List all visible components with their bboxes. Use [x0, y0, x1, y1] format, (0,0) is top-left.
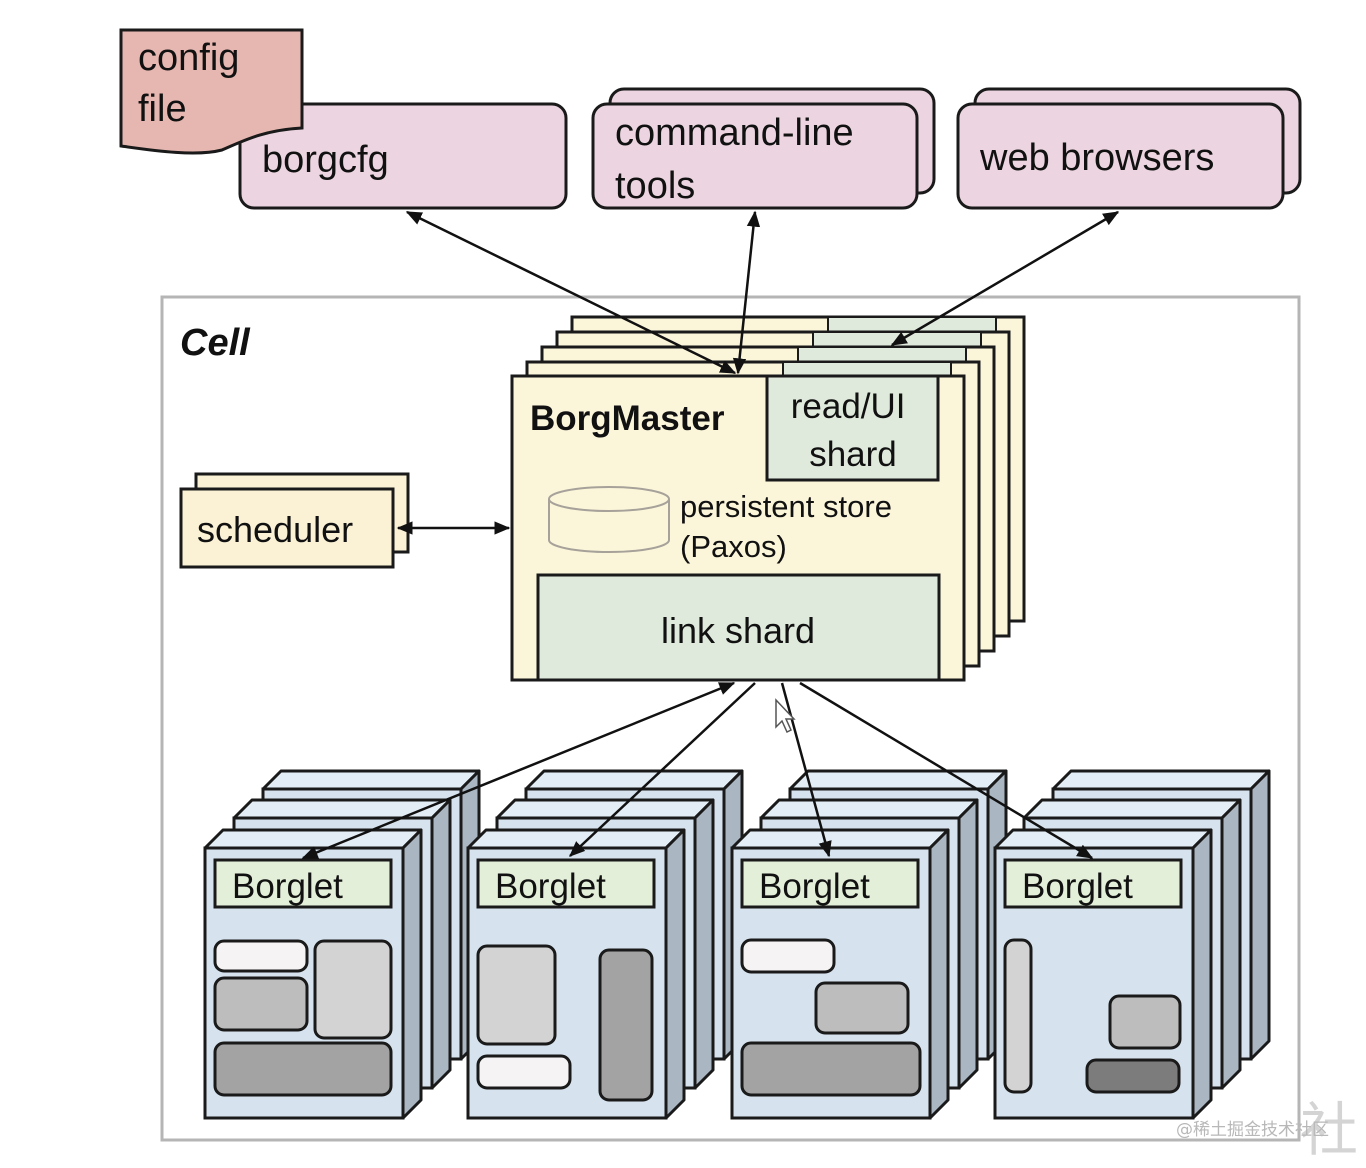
read-ui-shard-label: read/UI shard — [791, 387, 916, 474]
borgmaster-stack[interactable]: BorgMaster read/UI shard persistent stor… — [510, 315, 1026, 682]
link-shard-label: link shard — [661, 610, 815, 651]
command-line-tools-client[interactable]: command-line tools — [591, 87, 936, 210]
borglet-label: Borglet — [495, 867, 606, 906]
borglet-machine-front: Borglet — [993, 828, 1213, 1120]
watermark-glyph: 社 — [1300, 1096, 1358, 1164]
arrow-linkshard-borglet-3 — [780, 682, 832, 858]
task-block — [213, 1041, 393, 1097]
web-browsers-label: web browsers — [979, 137, 1214, 179]
read-ui-shard[interactable]: read/UI shard — [765, 374, 940, 482]
task-block — [476, 944, 557, 1046]
task-block — [1085, 1058, 1181, 1094]
arrow-linkshard-borglet-1 — [301, 681, 736, 860]
config-file-label: config file — [138, 37, 250, 130]
borglet-machine-stack[interactable]: Borglet — [203, 769, 481, 1120]
connections — [301, 210, 1120, 860]
borglet-machine-front: Borglet — [730, 828, 950, 1120]
mouse-cursor-icon — [775, 698, 796, 734]
borglet-label-bar[interactable]: Borglet — [740, 858, 920, 909]
borglet-label: Borglet — [759, 867, 870, 906]
persistent-store[interactable]: persistent store (Paxos) — [548, 486, 901, 564]
persistent-store-label: persistent store (Paxos) — [680, 489, 901, 564]
task-block — [740, 1041, 922, 1097]
borglet-machine-front: Borglet — [466, 828, 686, 1120]
borglet-label: Borglet — [1022, 867, 1133, 906]
scheduler-label: scheduler — [197, 509, 353, 550]
arrow-linkshard-borglet-2 — [569, 682, 756, 857]
task-block — [313, 939, 393, 1040]
borglet-label-bar[interactable]: Borglet — [213, 858, 393, 909]
task-block — [476, 1054, 572, 1090]
borgcfg-label: borgcfg — [262, 139, 389, 181]
watermark: @稀土掘金技术社区 — [1176, 1120, 1329, 1140]
borgcfg-client[interactable]: borgcfg — [238, 102, 568, 210]
task-block — [213, 939, 309, 973]
borglet-machine-stack[interactable]: Borglet — [993, 769, 1271, 1120]
arrow-borgmaster-web-browsers — [890, 210, 1120, 347]
cell-label: Cell — [180, 322, 251, 364]
borgmaster-primary[interactable]: BorgMaster read/UI shard persistent stor… — [510, 374, 966, 682]
task-block — [213, 976, 309, 1032]
task-block — [740, 938, 836, 974]
borglet-label: Borglet — [232, 867, 343, 906]
arrow-borgmaster-command-line-tools — [732, 210, 761, 375]
task-block — [1003, 938, 1033, 1094]
arrow-linkshard-borglet-4 — [799, 681, 1094, 860]
web-browsers-client[interactable]: web browsers — [956, 87, 1302, 210]
database-cylinder-icon — [548, 486, 670, 553]
borglet-label-bar[interactable]: Borglet — [476, 858, 656, 909]
config-file[interactable]: config file — [119, 28, 304, 155]
task-block — [1108, 994, 1182, 1050]
task-block — [598, 948, 654, 1102]
arrow-borgmaster-borgcfg — [405, 210, 737, 375]
config-file-icon — [119, 28, 304, 155]
borglet-machine-stack[interactable]: Borglet — [730, 769, 1008, 1120]
borglet-label-bar[interactable]: Borglet — [1003, 858, 1183, 909]
borglet-machine-front: Borglet — [203, 828, 423, 1120]
borgmaster-title: BorgMaster — [530, 399, 725, 438]
link-shard[interactable]: link shard — [536, 573, 941, 682]
command-line-tools-label: command-line tools — [615, 112, 864, 207]
scheduler[interactable]: scheduler — [179, 472, 410, 569]
task-block — [814, 981, 910, 1035]
